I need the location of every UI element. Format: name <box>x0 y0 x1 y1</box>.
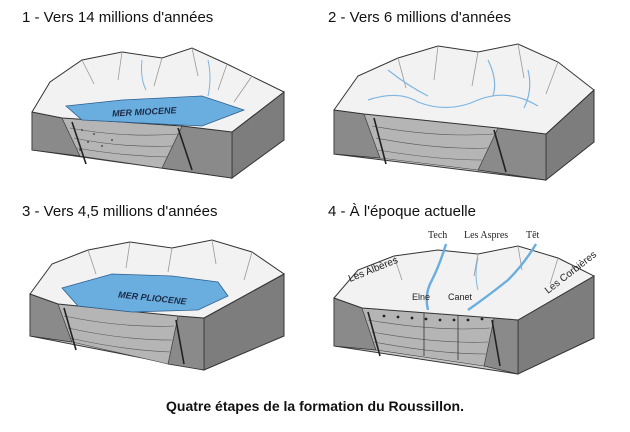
panel-3-title: 3 - Vers 4,5 millions d'années <box>22 203 218 220</box>
label-les-aspres: Les Aspres <box>464 230 508 241</box>
panel-2-diagram <box>333 43 595 182</box>
panel-4-title: 4 - À l'époque actuelle <box>328 203 476 220</box>
panel-1-diagram: MER MIOCENE <box>31 47 285 179</box>
fault-line <box>63 307 77 351</box>
fault-line <box>71 121 87 165</box>
label-tet: Têt <box>526 230 540 241</box>
label-elne: Elne <box>412 292 430 302</box>
fault-line <box>491 319 501 367</box>
sea-pliocene <box>61 273 229 313</box>
fault-line <box>367 311 381 357</box>
figure-caption: Quatre étapes de la formation du Roussil… <box>166 398 464 414</box>
panel-2-title: 2 - Vers 6 millions d'années <box>328 9 511 26</box>
river-tech <box>425 243 448 311</box>
river-tet <box>467 243 538 311</box>
fault-line <box>373 117 387 165</box>
fault-line <box>177 127 193 171</box>
label-tech: Tech <box>428 230 447 241</box>
panel-4-diagram: Tech Les Aspres Têt Les Albères Les Corb… <box>333 230 599 375</box>
label-canet: Canet <box>448 292 473 302</box>
sea-miocene <box>65 95 246 127</box>
fault-line <box>493 129 507 173</box>
fault-line <box>175 319 185 365</box>
panel-1-title: 1 - Vers 14 millions d'années <box>22 9 214 26</box>
panel-3-diagram: MER PLIOCENE <box>29 239 285 371</box>
sea-label: MER MIOCENE <box>112 105 178 118</box>
